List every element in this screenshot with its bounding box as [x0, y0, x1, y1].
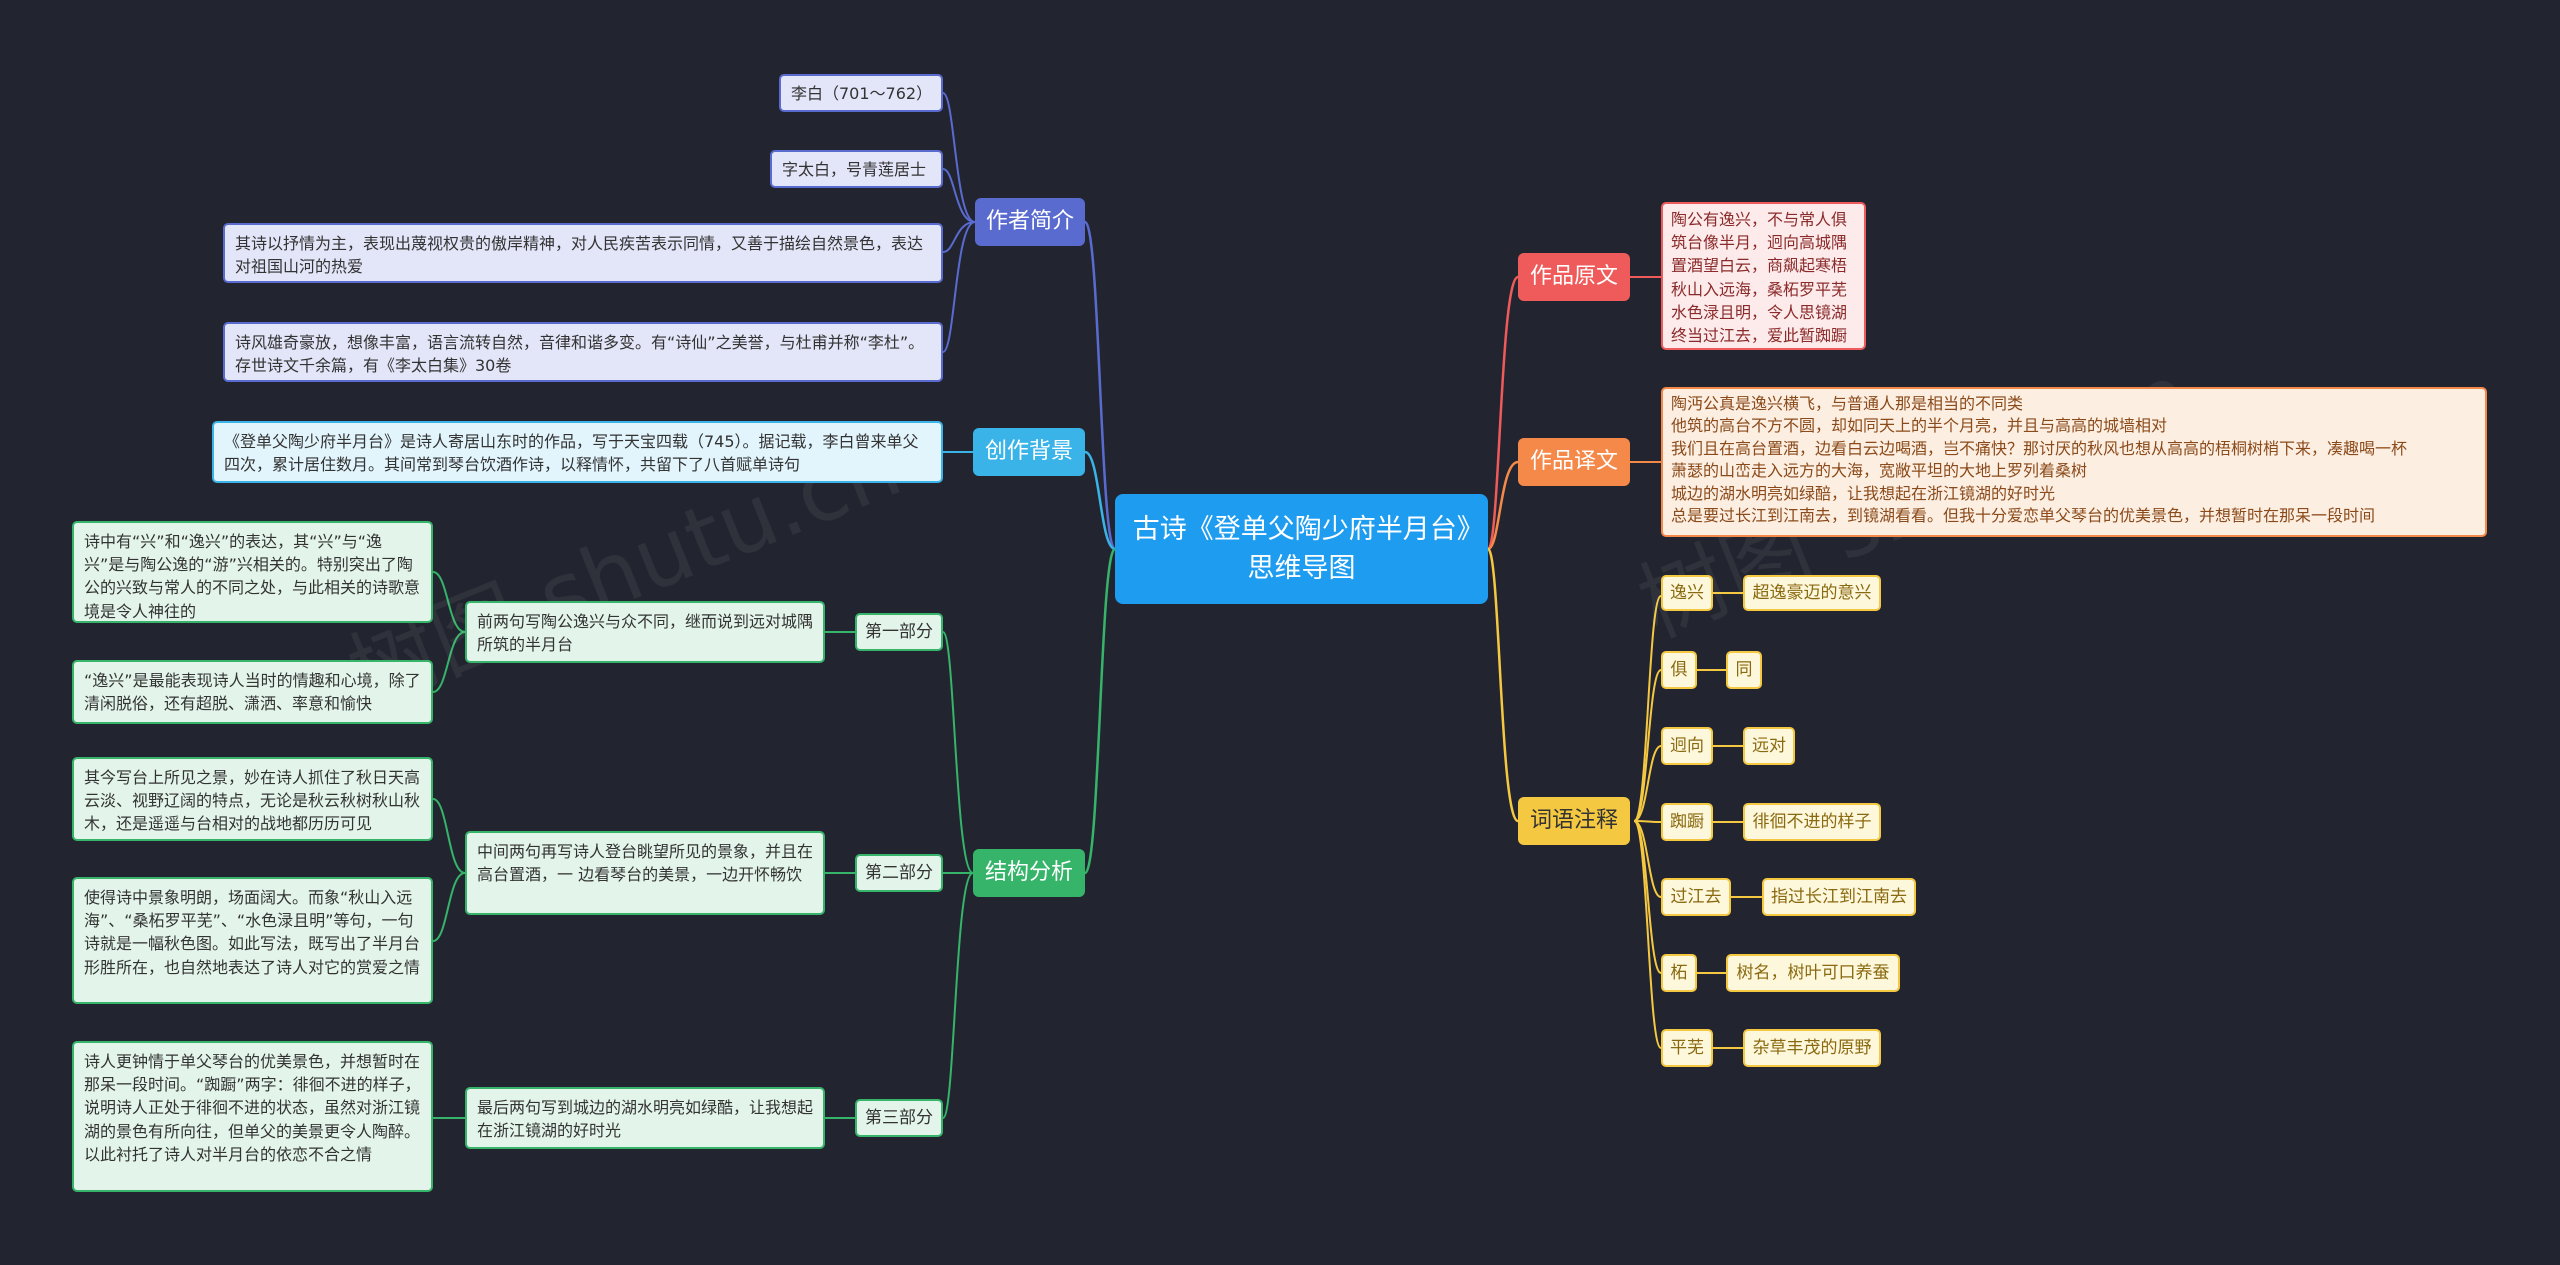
link-structure-part1	[942, 631, 974, 874]
link-glossary-7	[1633, 820, 1662, 1049]
branch-background[interactable]: 创作背景	[973, 428, 1085, 476]
link-structure-part3	[942, 872, 974, 1119]
link-author-4	[942, 221, 976, 353]
translation-line: 萧瑟的山峦走入远方的大海，宽敞平坦的大地上罗列着桑树	[1671, 461, 2088, 481]
part-2-summary[interactable]: 中间两句再写诗人登台眺望所见的景象，并且在高台置酒，一 边看琴台的美景，一边开怀…	[465, 831, 825, 915]
link-root-background	[1084, 450, 1116, 551]
part-3-summary[interactable]: 最后两句写到城边的湖水明亮如绿酷，让我想起在浙江镜湖的好时光	[465, 1087, 825, 1149]
translation-line: 城边的湖水明亮如绿醅，让我想起在浙江镜湖的好时光	[1671, 483, 2056, 503]
glossary-meaning-5[interactable]: 指过长江到江南去	[1762, 878, 1916, 916]
branch-structure[interactable]: 结构分析	[973, 849, 1085, 897]
author-item-1[interactable]: 李白（701～762）	[779, 74, 943, 112]
link-summary1-detail1	[432, 571, 466, 633]
link-author-3	[942, 221, 976, 253]
branch-glossary[interactable]: 词语注释	[1518, 797, 1630, 845]
link-root-structure	[1083, 547, 1117, 875]
translation-line: 他筑的高台不方不圆，却如同天上的半个月亮，并且与高高的城墙相对	[1671, 416, 2168, 436]
translation-line: 我们且在高台置酒，边看白云边喝酒，岂不痛快？那讨厌的秋风也想从高高的梧桐树梢下来…	[1671, 438, 2408, 458]
link-glossary-4	[1633, 820, 1662, 823]
author-item-3[interactable]: 其诗以抒情为主，表现出蔑视权贵的傲岸精神，对人民疾苦表示同情，又善于描绘自然景色…	[223, 223, 943, 283]
link-root-author	[1083, 220, 1117, 551]
link-summary2-detail2	[432, 872, 466, 942]
glossary-term-7[interactable]: 平芜	[1661, 1029, 1713, 1067]
link-author-2	[942, 168, 976, 223]
part-1-detail-2[interactable]: “逸兴”是最能表现诗人当时的情趣和心境，除了清闲脱俗，还有超脱、潇洒、率意和愉快	[72, 660, 433, 724]
original-text[interactable]: 陶公有逸兴，不与常人俱筑台像半月，迥向高城隅置酒望白云，商飙起寒梧秋山入远海，桑…	[1661, 202, 1866, 350]
glossary-meaning-3[interactable]: 远对	[1743, 727, 1795, 765]
glossary-term-6[interactable]: 柘	[1661, 954, 1697, 992]
translation-line: 陶沔公真是逸兴横飞，与普通人那是相当的不同类	[1671, 394, 2024, 413]
glossary-meaning-1[interactable]: 超逸豪迈的意兴	[1743, 575, 1881, 611]
structure-part-2[interactable]: 第二部分	[855, 854, 943, 892]
background-item-1[interactable]: 《登单父陶少府半月台》是诗人寄居山东时的作品，写于天宝四载（745）。据记载，李…	[212, 421, 943, 483]
glossary-term-2[interactable]: 俱	[1661, 651, 1697, 689]
link-glossary-2	[1633, 669, 1662, 822]
glossary-meaning-4[interactable]: 徘徊不进的样子	[1743, 803, 1881, 841]
glossary-meaning-7[interactable]: 杂草丰茂的原野	[1743, 1029, 1881, 1067]
author-item-2[interactable]: 字太白，号青莲居士	[770, 150, 943, 188]
link-root-original	[1486, 275, 1520, 551]
link-glossary-3	[1633, 745, 1662, 822]
branch-original[interactable]: 作品原文	[1518, 253, 1630, 301]
part-1-summary[interactable]: 前两句写陶公逸兴与众不同，继而说到远对城隅所筑的半月台	[465, 601, 825, 663]
structure-part-1[interactable]: 第一部分	[855, 613, 943, 651]
glossary-term-1[interactable]: 逸兴	[1661, 575, 1713, 611]
link-glossary-5	[1633, 820, 1662, 898]
part-2-detail-1[interactable]: 其今写台上所见之景，妙在诗人抓住了秋日天高云淡、视野辽阔的特点，无论是秋云秋树秋…	[72, 757, 433, 841]
glossary-term-4[interactable]: 踟蹰	[1661, 803, 1713, 841]
link-summary1-detail2	[432, 631, 466, 693]
branch-author[interactable]: 作者简介	[975, 198, 1085, 246]
glossary-meaning-2[interactable]: 同	[1726, 651, 1762, 689]
branch-translation[interactable]: 作品译文	[1518, 438, 1630, 486]
glossary-term-3[interactable]: 迥向	[1661, 727, 1713, 765]
part-3-detail-1[interactable]: 诗人更钟情于单父琴台的优美景色，并想暂时在那呆一段时间。“踟蹰”两字：徘徊不进的…	[72, 1041, 433, 1192]
part-2-detail-2[interactable]: 使得诗中景象明朗，场面阔大。而象“秋山入远海”、“桑柘罗平芜”、“水色渌且明”等…	[72, 877, 433, 1004]
link-author-1	[942, 92, 976, 223]
structure-part-3[interactable]: 第三部分	[855, 1099, 943, 1137]
glossary-meaning-6[interactable]: 树名，树叶可口养蚕	[1726, 954, 1900, 992]
translation-line: 总是要过长江到江南去，到镜湖看看。但我十分爱恋单父琴台的优美景色，并想暂时在那呆…	[1671, 505, 2376, 525]
root-topic[interactable]: 古诗《登单父陶少府半月台》思维导图	[1115, 494, 1488, 604]
author-item-4[interactable]: 诗风雄奇豪放，想像丰富，语言流转自然，音律和谐多变。有“诗仙”之美誉，与杜甫并称…	[223, 322, 943, 382]
link-root-translation	[1487, 460, 1519, 551]
translation-text[interactable]: 陶沔公真是逸兴横飞，与普通人那是相当的不同类 他筑的高台不方不圆，却如同天上的半…	[1661, 387, 2487, 537]
link-glossary-6	[1633, 820, 1662, 974]
link-root-glossary	[1486, 547, 1520, 823]
part-1-detail-1[interactable]: 诗中有“兴”和“逸兴”的表达，其“兴”与“逸兴”是与陶公逸的“游”兴相关的。特别…	[72, 521, 433, 623]
glossary-term-5[interactable]: 过江去	[1661, 878, 1731, 916]
link-summary2-detail1	[432, 798, 466, 874]
